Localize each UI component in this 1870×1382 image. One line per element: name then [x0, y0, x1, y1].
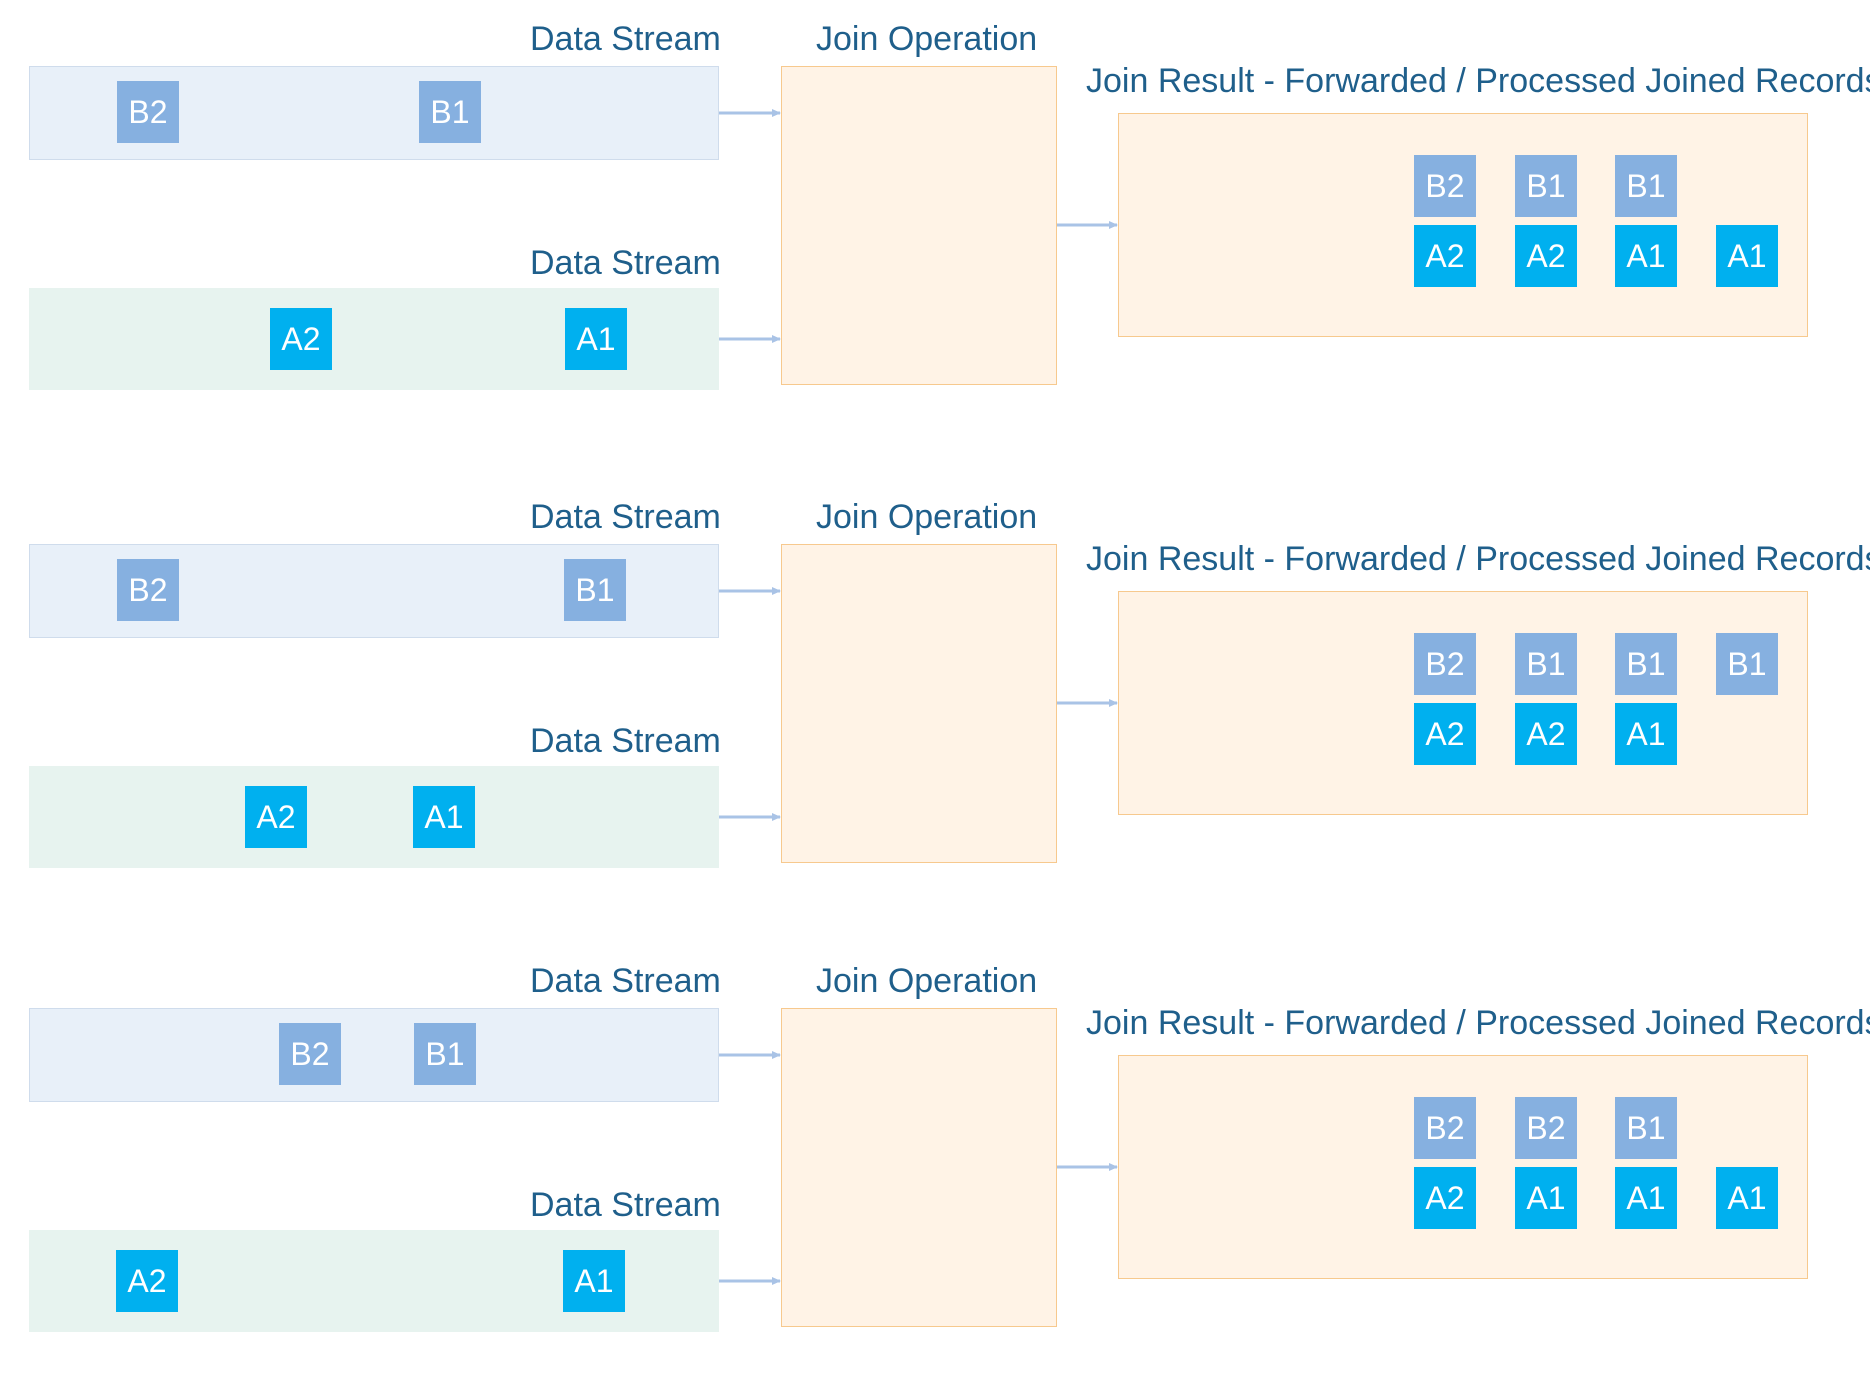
record-chip: B1 [419, 81, 481, 143]
record-chip: A1 [1515, 1167, 1577, 1229]
record-chip: B1 [564, 559, 626, 621]
flow-arrows [719, 1051, 1118, 1285]
record-chip: B2 [1414, 155, 1476, 217]
stream-b-label: Data Stream [530, 498, 721, 536]
record-chip: A2 [1515, 703, 1577, 765]
stream-b-label: Data Stream [530, 20, 721, 58]
join-operation-label: Join Operation [816, 962, 1038, 1000]
stream-a: A2 A1 [29, 766, 719, 868]
record-chip: A1 [565, 308, 627, 370]
record-chip: B1 [1615, 633, 1677, 695]
record-chip: A2 [1414, 1167, 1476, 1229]
stream-b: B2 B1 [29, 544, 719, 638]
record-chip: B2 [1414, 633, 1476, 695]
record-chip: B1 [1716, 633, 1778, 695]
stream-b-label: Data Stream [530, 962, 721, 1000]
record-chip: A1 [1615, 703, 1677, 765]
join-result-box: B2 B2 B1 A2 A1 A1 A1 [1118, 1055, 1808, 1279]
join-panel-3: Data Stream B2 B1 Data Stream A2 A1 Join… [0, 942, 1870, 1382]
stream-a-label: Data Stream [530, 722, 721, 760]
record-chip: B2 [279, 1023, 341, 1085]
join-panel-1: Data Stream B2 B1 Data Stream A2 A1 Join… [0, 0, 1870, 440]
record-chip: A1 [1615, 225, 1677, 287]
record-chip: A2 [245, 786, 307, 848]
record-chip: A2 [270, 308, 332, 370]
record-chip: B1 [1615, 155, 1677, 217]
record-chip: A1 [413, 786, 475, 848]
join-panel-2: Data Stream B2 B1 Data Stream A2 A1 Join… [0, 478, 1870, 918]
record-chip: A2 [1515, 225, 1577, 287]
record-chip: A1 [563, 1250, 625, 1312]
join-result-label: Join Result - Forwarded / Processed Join… [1086, 540, 1870, 578]
join-result-label: Join Result - Forwarded / Processed Join… [1086, 1004, 1870, 1042]
stream-a: A2 A1 [29, 288, 719, 390]
stream-a: A2 A1 [29, 1230, 719, 1332]
record-chip: A1 [1716, 225, 1778, 287]
record-chip: A2 [1414, 225, 1476, 287]
record-chip: B1 [1515, 633, 1577, 695]
stream-a-label: Data Stream [530, 244, 721, 282]
join-result-label: Join Result - Forwarded / Processed Join… [1086, 62, 1870, 100]
record-chip: A1 [1716, 1167, 1778, 1229]
stream-b: B2 B1 [29, 1008, 719, 1102]
flow-arrows [719, 587, 1118, 821]
flow-arrows [719, 109, 1118, 343]
record-chip: B1 [1515, 155, 1577, 217]
record-chip: B2 [1515, 1097, 1577, 1159]
record-chip: B1 [414, 1023, 476, 1085]
join-operation-label: Join Operation [816, 20, 1038, 58]
record-chip: B1 [1615, 1097, 1677, 1159]
join-operation-box [781, 66, 1057, 385]
join-operation-box [781, 544, 1057, 863]
record-chip: B2 [1414, 1097, 1476, 1159]
record-chip: A2 [1414, 703, 1476, 765]
join-result-box: B2 B1 B1 A2 A2 A1 A1 [1118, 113, 1808, 337]
stream-b: B2 B1 [29, 66, 719, 160]
record-chip: A1 [1615, 1167, 1677, 1229]
join-operation-label: Join Operation [816, 498, 1038, 536]
stream-a-label: Data Stream [530, 1186, 721, 1224]
record-chip: B2 [117, 81, 179, 143]
record-chip: B2 [117, 559, 179, 621]
record-chip: A2 [116, 1250, 178, 1312]
join-operation-box [781, 1008, 1057, 1327]
join-result-box: B2 B1 B1 B1 A2 A2 A1 [1118, 591, 1808, 815]
